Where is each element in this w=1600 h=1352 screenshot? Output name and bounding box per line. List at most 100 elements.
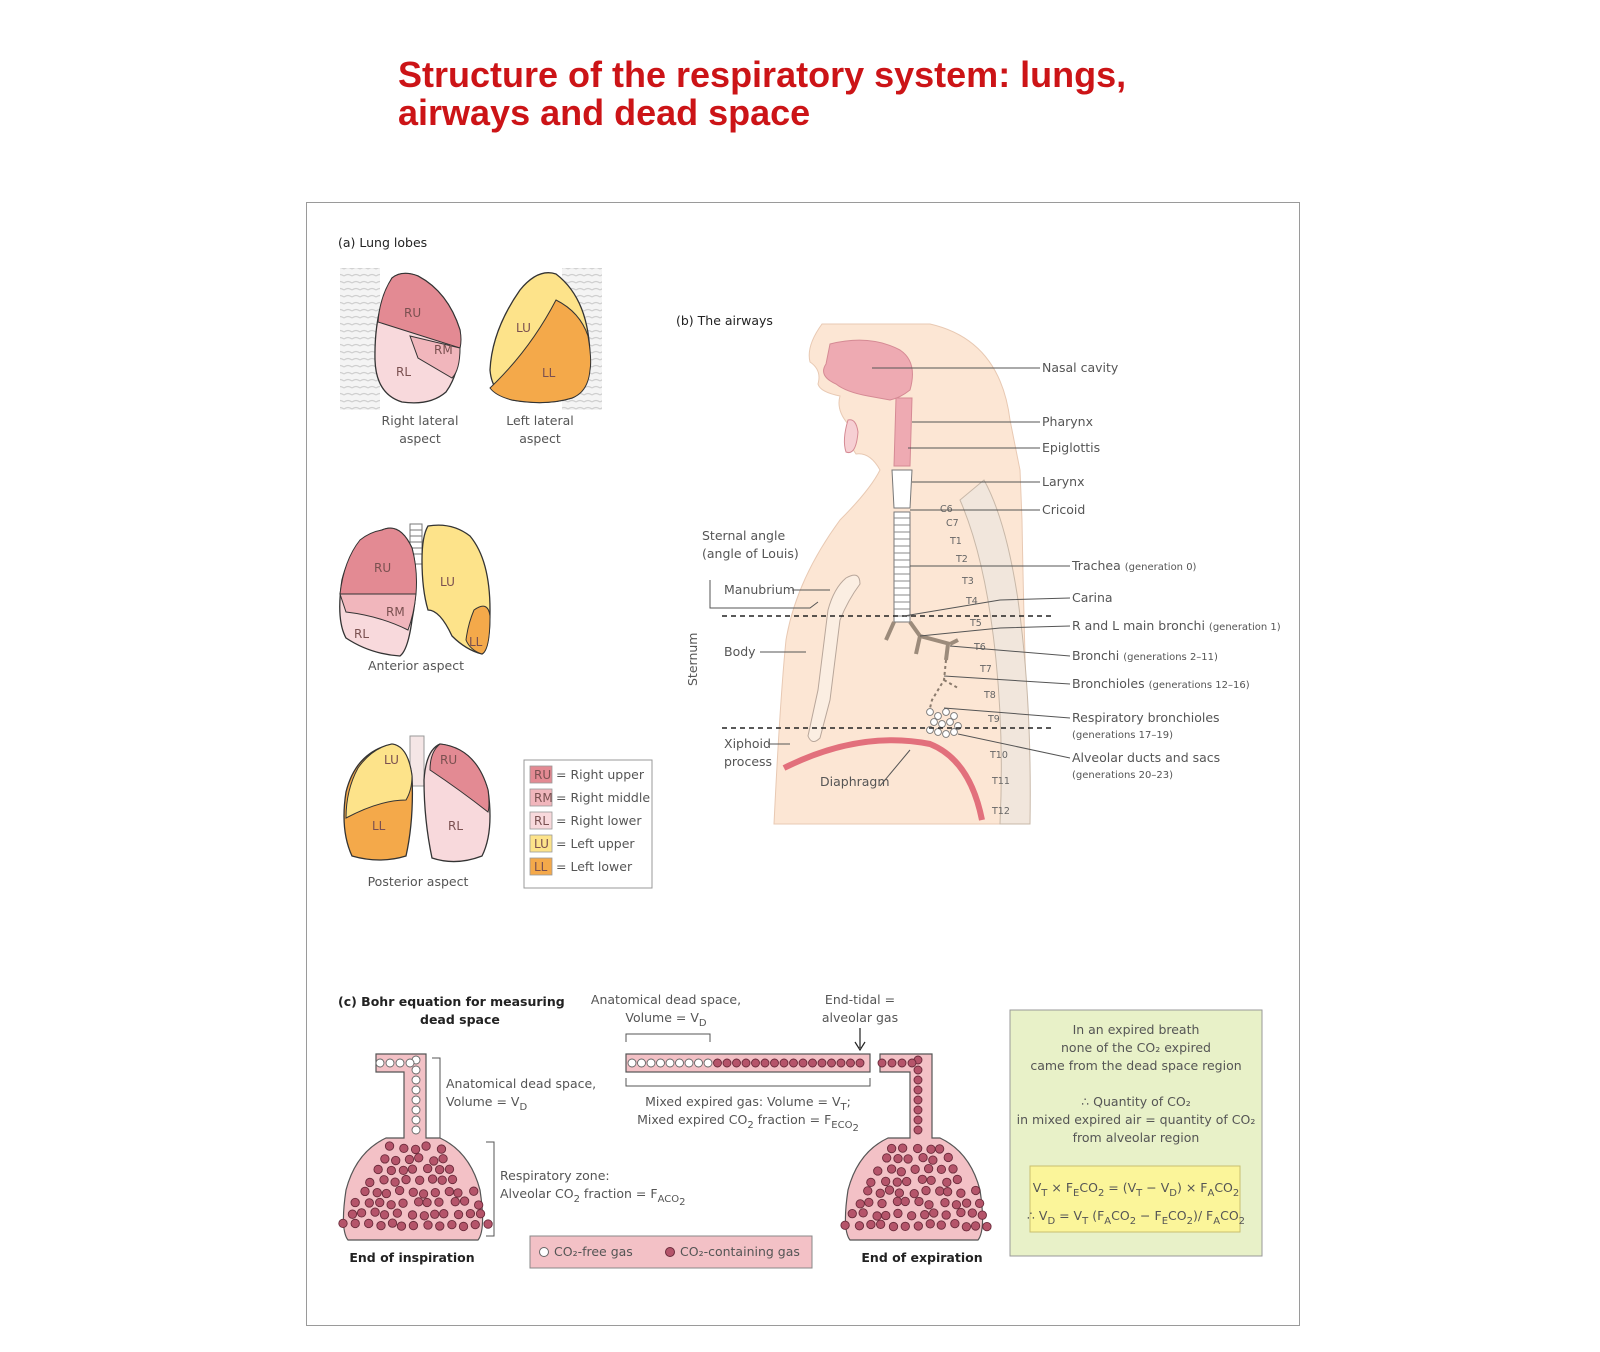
bohr-explanation-line-3: came from the dead space region xyxy=(1030,1058,1241,1073)
panel-c-heading-2: dead space xyxy=(420,1012,500,1027)
inspiration-lung xyxy=(338,1053,493,1241)
label-diaphragm: Diaphragm xyxy=(820,774,890,789)
anterior-lobe-lu: LU xyxy=(440,575,455,589)
vertebra-label-t10: T10 xyxy=(989,750,1008,761)
label-body: Body xyxy=(724,644,756,659)
legend-swatch-rl xyxy=(529,811,553,830)
anatomical-dead-space-side-2: Volume = VD xyxy=(446,1094,527,1113)
vertebra-label-t7: T7 xyxy=(979,664,992,675)
label-trachea: Trachea (generation 0) xyxy=(1071,558,1197,573)
co2-free-swatch xyxy=(539,1247,549,1257)
alveoli-cluster xyxy=(926,708,962,738)
anterior-right-middle-lobe xyxy=(339,593,417,631)
spine xyxy=(959,479,1031,825)
anterior-lobe-ll: LL xyxy=(469,635,483,649)
posterior-lobe-rl: RL xyxy=(448,819,463,833)
label-angle-of-louis: (angle of Louis) xyxy=(702,546,799,561)
label-process: process xyxy=(724,754,772,769)
co2-free-label: CO₂-free gas xyxy=(554,1244,633,1259)
spine-decoration xyxy=(409,735,425,787)
co2-containing-label: CO₂-containing gas xyxy=(680,1244,800,1259)
page-title: Structure of the respiratory system: lun… xyxy=(398,56,1126,132)
label-alveolar-ducts-gen: (generations 20–23) xyxy=(1072,770,1173,781)
pharynx-shape xyxy=(893,397,913,467)
vertebra-label-t6: T6 xyxy=(973,642,986,653)
label-alveolar-ducts: Alveolar ducts and sacs xyxy=(1072,750,1220,765)
end-tidal-2: alveolar gas xyxy=(822,1010,898,1025)
lobe-label-ll: LL xyxy=(542,366,556,380)
legend-label-lu: = Left upper xyxy=(556,836,635,851)
vertebra-label-t1: T1 xyxy=(949,536,962,547)
legend-swatch-rm xyxy=(529,788,553,807)
end-tidal-1: End-tidal = xyxy=(825,992,895,1007)
label-bronchi: Bronchi (generations 2–11) xyxy=(1072,648,1218,663)
label-bronchioles: Bronchioles (generations 12–16) xyxy=(1072,676,1250,691)
bohr-equation-2: ∴ VD = VT (FACO2 − FECO2)/ FACO2 xyxy=(1027,1208,1245,1227)
panel-c-heading-1: (c) Bohr equation for measuring xyxy=(338,994,565,1009)
sternum-shape xyxy=(807,574,861,742)
label-nasal-cavity: Nasal cavity xyxy=(1042,360,1119,375)
vertebra-label-t5: T5 xyxy=(969,618,982,629)
vertebra-label-t8: T8 xyxy=(983,690,996,701)
legend-swatch-ll xyxy=(529,857,553,876)
posterior-right-upper-lobe xyxy=(429,743,490,813)
respiratory-zone-2: Alveolar CO2 fraction = FACO2 xyxy=(500,1186,685,1208)
label-sternum: Sternum xyxy=(685,633,700,686)
legend-code-ru: RU xyxy=(534,768,551,782)
respiratory-zone-1: Respiratory zone: xyxy=(500,1168,610,1183)
panel-b-airways: (b) The airways C6C7T1T2T3T4T5T6T7T8T9T1… xyxy=(676,313,1281,825)
label-larynx: Larynx xyxy=(1042,474,1084,489)
panel-b-heading: (b) The airways xyxy=(676,313,773,328)
diaphragm-shape xyxy=(782,737,985,821)
posterior-lungs: LU RU LL RL Posterior aspect xyxy=(343,735,491,889)
expiration-lung xyxy=(840,1053,992,1241)
legend-code-rm: RM xyxy=(534,791,553,805)
panel-a-heading: (a) Lung lobes xyxy=(338,235,427,250)
bohr-explanation-line-6: in mixed expired air = quantity of CO₂ xyxy=(1017,1112,1256,1127)
anterior-lobe-ru: RU xyxy=(374,561,391,575)
panel-c-bohr-equation: (c) Bohr equation for measuring dead spa… xyxy=(338,992,1263,1269)
end-of-inspiration-label: End of inspiration xyxy=(349,1250,474,1265)
legend-code-rl: RL xyxy=(534,814,549,828)
mixed-expired-1: Mixed expired gas: Volume = VT; xyxy=(645,1094,851,1113)
vertebra-label-t4: T4 xyxy=(965,596,978,607)
vertebra-label-c7: C7 xyxy=(946,518,959,529)
mouth-shape xyxy=(843,419,859,454)
legend-label-ru: = Right upper xyxy=(556,767,645,782)
legend-code-lu: LU xyxy=(534,837,549,851)
legend-label-rm: = Right middle xyxy=(556,790,650,805)
page-title-line-2: airways and dead space xyxy=(398,92,811,133)
posterior-lobe-ru: RU xyxy=(440,753,457,767)
co2-containing-swatch xyxy=(665,1247,675,1257)
lobe-label-rl: RL xyxy=(396,365,411,379)
lobe-label-ru: RU xyxy=(404,306,421,320)
bohr-explanation-line-7: from alveolar region xyxy=(1073,1130,1200,1145)
vertebra-label-t3: T3 xyxy=(961,576,974,587)
anatomical-dead-space-top-1: Anatomical dead space, xyxy=(591,992,741,1007)
bronchioles-shape xyxy=(927,659,959,717)
lobe-label-lu: LU xyxy=(516,321,531,335)
right-upper-lobe xyxy=(377,272,462,349)
label-manubrium: Manubrium xyxy=(724,582,795,597)
label-pharynx: Pharynx xyxy=(1042,414,1093,429)
vertebra-label-t2: T2 xyxy=(955,554,968,565)
legend-label-ll: = Left lower xyxy=(556,859,633,874)
vertebra-label-t9: T9 xyxy=(987,714,1000,725)
vertebra-label-t12: T12 xyxy=(991,806,1010,817)
label-cricoid: Cricoid xyxy=(1042,502,1085,517)
label-respiratory-bronchioles-gen: (generations 17–19) xyxy=(1072,730,1173,741)
mixed-expired-2: Mixed expired CO2 fraction = FECO2 xyxy=(637,1112,859,1134)
bohr-explanation-line-2: none of the CO₂ expired xyxy=(1061,1040,1211,1055)
end-of-expiration-label: End of expiration xyxy=(861,1250,982,1265)
rib-cage-decoration xyxy=(340,268,380,410)
vertebra-label-t11: T11 xyxy=(991,776,1010,787)
legend-label-rl: = Right lower xyxy=(556,813,642,828)
end-tidal-arrow xyxy=(854,1028,866,1052)
nasal-cavity-shape xyxy=(823,339,913,401)
